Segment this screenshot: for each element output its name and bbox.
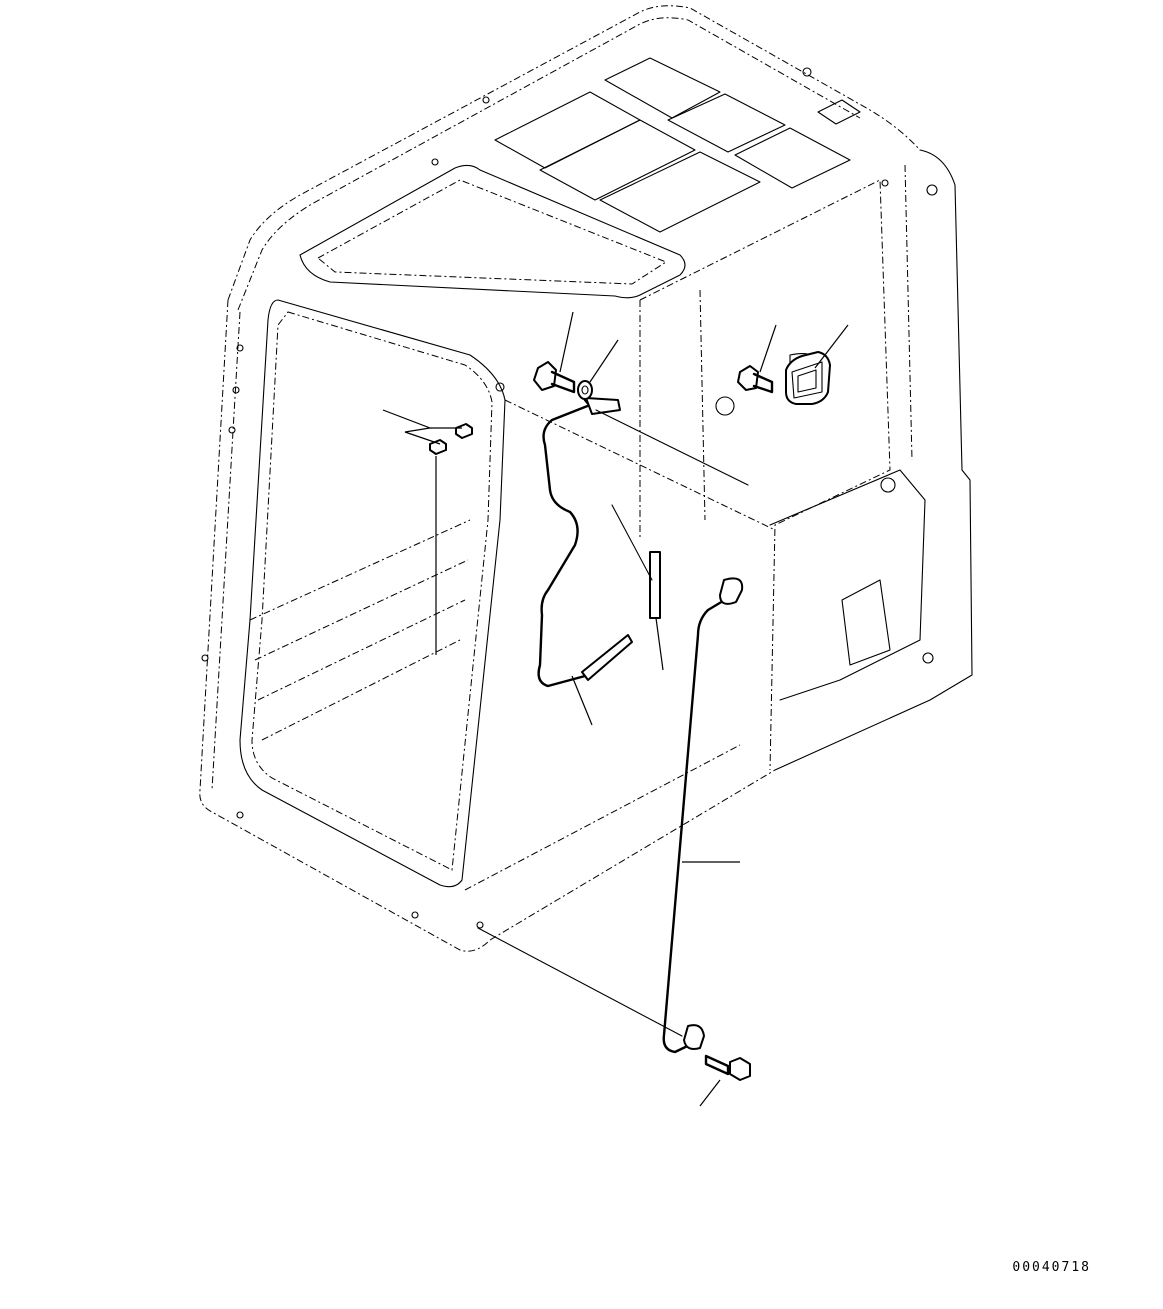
bolt-right [737,365,774,394]
drawing-number: 00040718 [1012,1260,1091,1275]
grab-handle-right-pillar [662,577,744,1054]
washer-upper [577,380,593,400]
leader-lines [382,311,849,1107]
bolt-lower [704,1054,751,1081]
cab-body [199,5,973,952]
grab-handle-left [537,397,633,688]
cover-plate [785,351,831,405]
spacer-rod [649,551,661,619]
bolt-upper [533,361,576,394]
